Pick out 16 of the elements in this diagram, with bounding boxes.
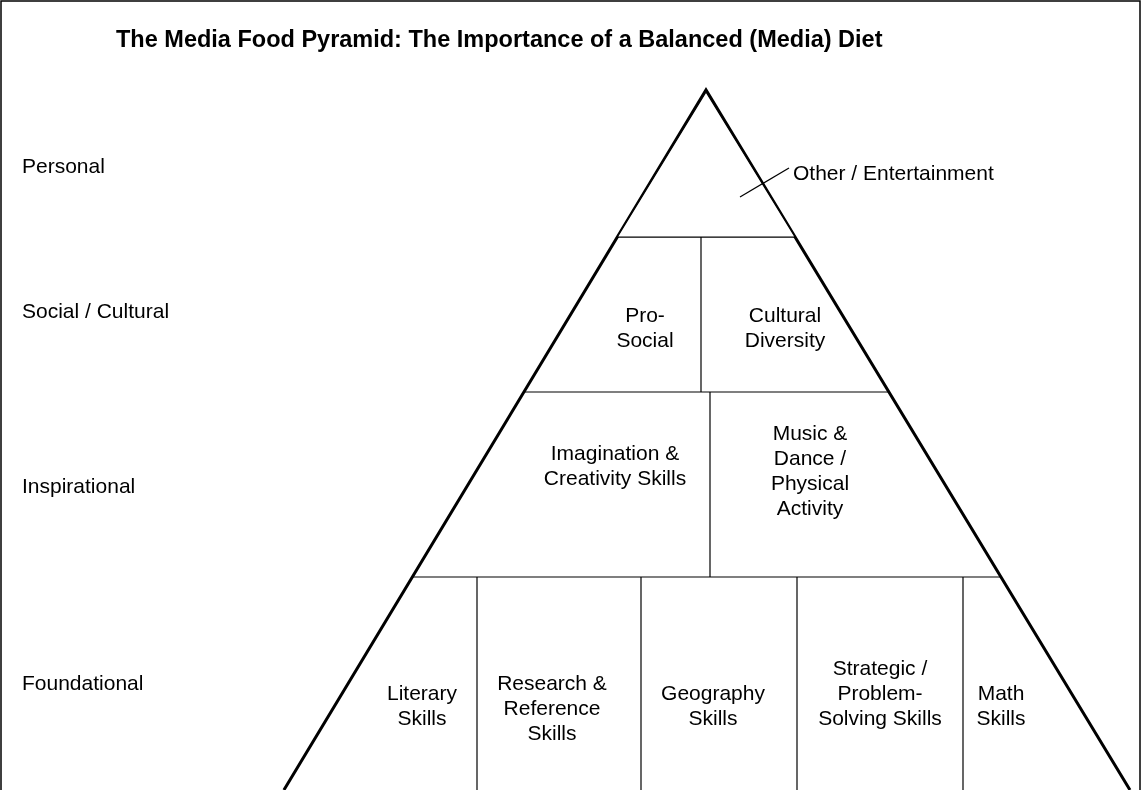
leader-line: [739, 167, 790, 198]
tier-label: Foundational: [22, 670, 144, 695]
tier-label: Personal: [22, 153, 105, 178]
title: The Media Food Pyramid: The Importance of a Balanced (Media) Diet: [116, 26, 883, 53]
tier-label: Social / Cultural: [22, 298, 170, 323]
section-label: Strategic / Problem-Solving Skills: [805, 655, 955, 730]
section-label: Imagination & Creativity Skills: [515, 440, 715, 490]
section-label: Pro-Social: [600, 302, 690, 352]
section-label: Cultural Diversity: [720, 302, 850, 352]
section-label: Literary Skills: [372, 680, 472, 730]
section-label: Other / Entertainment: [793, 160, 1093, 185]
section-label: Research & Reference Skills: [482, 670, 622, 745]
section-label: Music & Dance / Physical Activity: [745, 420, 875, 520]
section-label: Math Skills: [966, 680, 1036, 730]
section-label: Geography Skills: [643, 680, 783, 730]
tier-label: Inspirational: [22, 473, 136, 498]
